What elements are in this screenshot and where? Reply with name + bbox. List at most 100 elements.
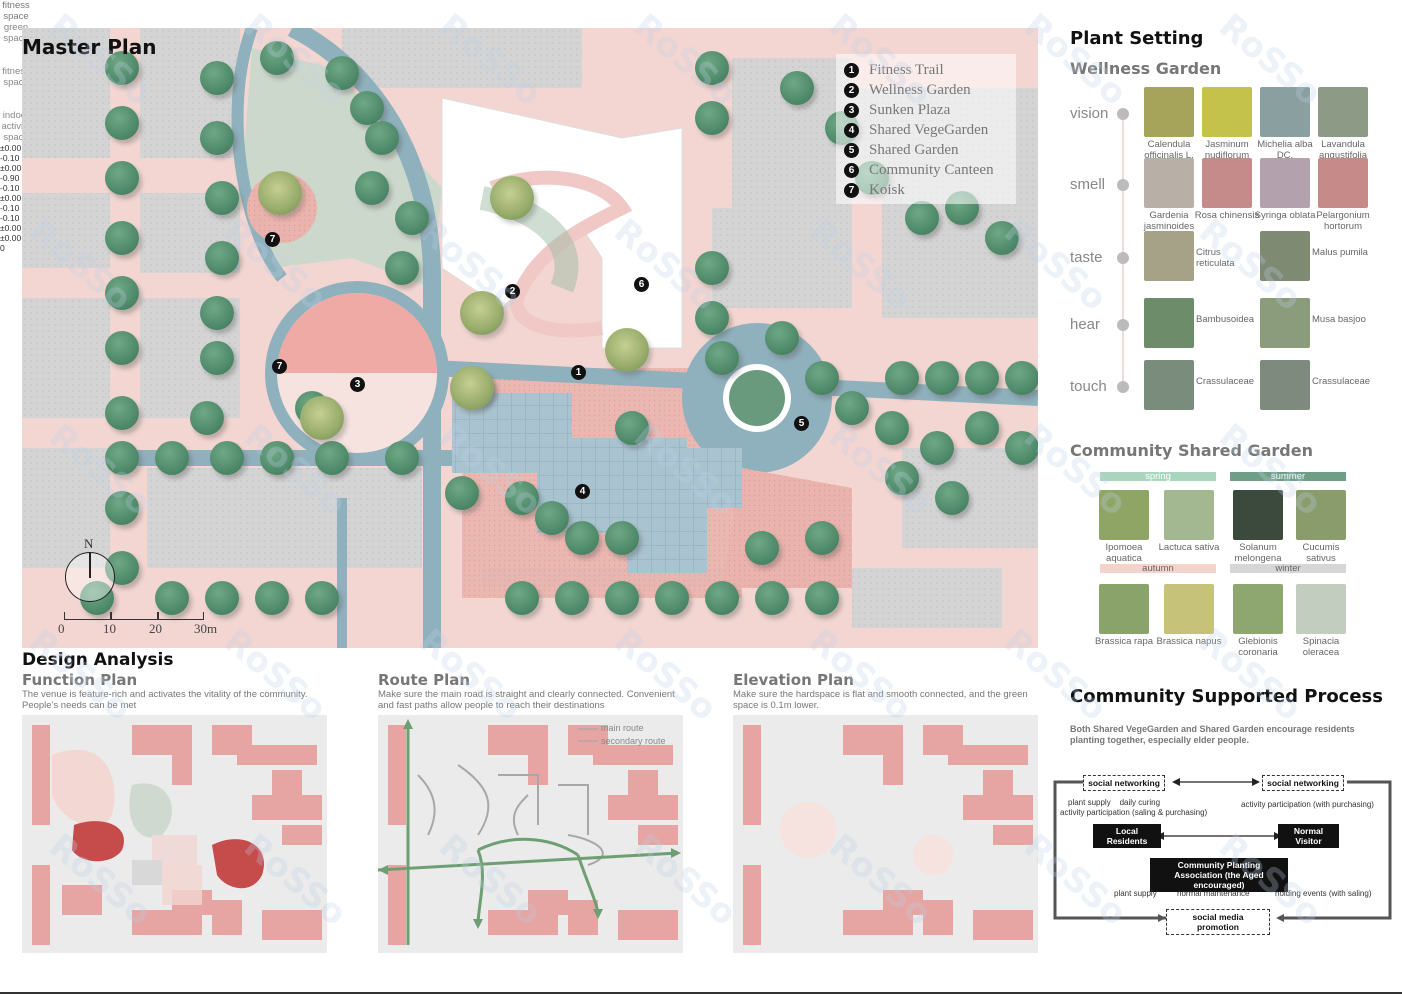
plant-photo <box>1202 87 1252 137</box>
map-marker-3: 3 <box>350 377 365 392</box>
tree <box>385 441 419 475</box>
tree <box>305 581 339 615</box>
tree <box>805 521 839 555</box>
tree <box>605 581 639 615</box>
building <box>22 28 110 158</box>
legend-item-5: 5 Shared Garden <box>844 142 959 159</box>
tree <box>965 361 999 395</box>
elevation-level: -0.10 <box>0 203 20 213</box>
vegetable-name: Solanum melongena <box>1234 542 1282 564</box>
association-box: Community Planting Association (the Aged… <box>1150 858 1288 892</box>
right-notes: activity participation (with purchasing) <box>1241 800 1374 809</box>
tree <box>395 201 429 235</box>
elevation-plan-title: Elevation Plan <box>733 671 854 689</box>
tree <box>555 581 589 615</box>
elevation-level: ±0.00 <box>0 143 22 153</box>
plant-photo <box>1260 231 1310 281</box>
plant-name: Jasminum nudiflorum <box>1204 139 1250 161</box>
sense-label-smell: smell <box>1070 176 1106 193</box>
tree <box>105 161 139 195</box>
scale-label-10: 10 <box>103 621 116 636</box>
flowering-tree <box>300 396 344 440</box>
tree <box>535 501 569 535</box>
local-residents-box: Local Residents <box>1093 824 1161 848</box>
vegetable-name: Brassica napus <box>1156 636 1222 647</box>
sense-dot <box>1117 179 1129 191</box>
map-marker-1: 1 <box>571 365 586 380</box>
function-label: green space <box>3 22 29 44</box>
holding-events-note: holding events (with saling) <box>1275 889 1372 898</box>
tree <box>315 441 349 475</box>
tree <box>835 391 869 425</box>
scale-bar <box>64 612 204 620</box>
sense-label-vision: vision <box>1070 105 1109 122</box>
flowering-tree <box>460 291 504 335</box>
building <box>342 28 582 88</box>
plant-name: Citrus reticulata <box>1196 247 1235 269</box>
season-bar-spring: spring <box>1100 472 1216 481</box>
social-networking-left-box: social networking <box>1083 775 1165 791</box>
map-marker-7a: 7 <box>265 232 280 247</box>
normal-maintenance-note: normal maintenance <box>1177 889 1250 898</box>
building <box>22 193 110 268</box>
map-marker-4: 4 <box>575 484 590 499</box>
function-plan-title: Function Plan <box>22 671 138 689</box>
community-supported-process-title: Community Supported Process <box>1070 686 1383 707</box>
tree <box>350 91 384 125</box>
north-compass <box>65 552 115 602</box>
legend-number: 3 <box>844 103 859 118</box>
building <box>902 448 1038 548</box>
plant-name: Pelargonium hortorum <box>1316 210 1370 232</box>
tree <box>385 251 419 285</box>
scale-label-30: 30m <box>194 621 218 636</box>
tree <box>905 201 939 235</box>
tree <box>355 171 389 205</box>
tree <box>885 361 919 395</box>
tree <box>325 56 359 90</box>
elevation-plan-map <box>733 715 1038 953</box>
vegetable-photo <box>1296 584 1346 634</box>
legend-label: Community Canteen <box>869 162 994 178</box>
elevation-level: -0.10 <box>0 213 20 223</box>
vegetable-photo <box>1296 490 1346 540</box>
legend-label: Shared Garden <box>869 142 959 158</box>
building <box>22 448 110 568</box>
legend-number: 1 <box>844 63 859 78</box>
function-plan-desc: The venue is feature-rich and activates … <box>22 689 308 711</box>
map-marker-2: 2 <box>505 284 520 299</box>
legend-backdrop <box>836 54 1016 204</box>
route-plan-map <box>378 715 683 953</box>
function-label: activity space <box>1 88 31 110</box>
plant-name: Crassulaceae <box>1312 376 1371 387</box>
plant-photo <box>1144 158 1194 208</box>
plant-name: Malus pumila <box>1312 247 1368 258</box>
elevation-level: ±0.00 <box>0 163 22 173</box>
season-bar-winter: winter <box>1230 564 1346 573</box>
map-marker-6: 6 <box>634 277 649 292</box>
flowering-tree <box>490 176 534 220</box>
plant-photo <box>1260 298 1310 348</box>
north-label: N <box>84 536 94 551</box>
tree <box>755 581 789 615</box>
route-plan-desc: Make sure the main road is straight and … <box>378 689 675 711</box>
legend-number: 5 <box>844 143 859 158</box>
tree <box>260 41 294 75</box>
tree <box>155 581 189 615</box>
plant-photo <box>1144 298 1194 348</box>
vegetable-photo <box>1164 584 1214 634</box>
function-label: indoor activity space <box>1 110 31 143</box>
legend-label: Wellness Garden <box>869 82 971 98</box>
plant-name: Michelia alba DC. <box>1257 139 1313 161</box>
plant-photo <box>1202 158 1252 208</box>
left-notes: plant supply daily curing <box>1068 798 1161 807</box>
flowering-tree <box>258 171 302 215</box>
legend-label: Shared VegeGarden <box>869 122 989 138</box>
tree <box>105 441 139 475</box>
tree <box>655 581 689 615</box>
wellness-garden-title: Wellness Garden <box>1070 59 1222 78</box>
vegetable-photo <box>1164 490 1214 540</box>
route-plan-title: Route Plan <box>378 671 471 689</box>
